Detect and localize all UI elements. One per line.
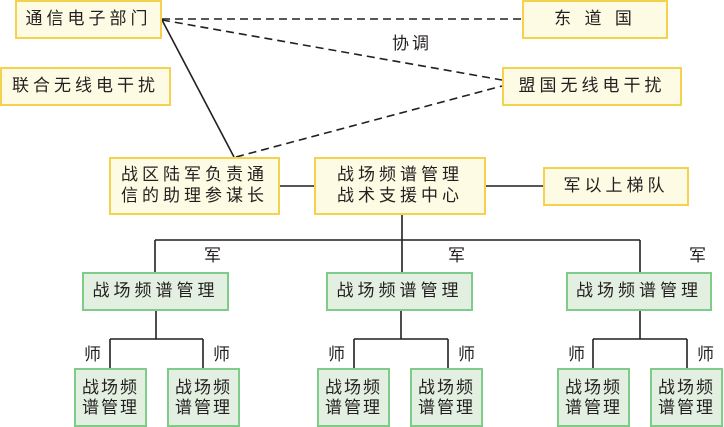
division-label-3: 师 — [328, 345, 345, 365]
node-division-1: 战场频 谱管理 — [74, 368, 147, 427]
node-division-6: 战场频 谱管理 — [650, 368, 723, 427]
node-division-3: 战场频 谱管理 — [317, 368, 390, 427]
node-allied-interference-label: 盟国无线电干扰 — [518, 76, 666, 96]
node-corps-left: 战场频谱管理 — [82, 272, 229, 311]
node-division-1-line2: 谱管理 — [82, 397, 139, 418]
node-division-1-line1: 战场频 — [82, 377, 139, 398]
node-corps-right: 战场频谱管理 — [566, 272, 712, 311]
node-corps-right-label: 战场频谱管理 — [576, 281, 702, 301]
node-theater-army-line2: 信的助理参谋长 — [121, 186, 268, 206]
node-division-4: 战场频 谱管理 — [410, 368, 483, 427]
node-spectrum-center: 战场频谱管理 战术支援中心 — [314, 157, 486, 215]
node-corps-mid: 战场频谱管理 — [326, 272, 473, 311]
corps-label-mid: 军 — [448, 246, 465, 266]
line-comm-army — [161, 19, 235, 158]
node-theater-army-line1: 战区陆军负责通 — [121, 165, 268, 185]
dashed-line-army-allied — [235, 85, 503, 158]
node-division-2-line1: 战场频 — [175, 377, 232, 398]
coordination-label: 协调 — [392, 34, 432, 54]
node-division-3-line1: 战场频 — [325, 377, 382, 398]
node-division-5-line2: 谱管理 — [565, 397, 622, 418]
node-division-3-line2: 谱管理 — [325, 397, 382, 418]
division-label-2: 师 — [213, 345, 230, 365]
node-division-2: 战场频 谱管理 — [167, 368, 240, 427]
node-above-corps: 军以上梯队 — [543, 167, 689, 206]
dashed-line-comm-allied — [161, 19, 503, 81]
division-label-6: 师 — [697, 345, 714, 365]
node-allied-interference: 盟国无线电干扰 — [502, 67, 682, 106]
node-theater-army: 战区陆军负责通 信的助理参谋长 — [109, 157, 280, 215]
node-comm-dept-label: 通信电子部门 — [25, 9, 152, 29]
node-host-nation: 东 道 国 — [522, 0, 668, 39]
node-corps-left-label: 战场频谱管理 — [92, 281, 219, 301]
node-division-2-line2: 谱管理 — [175, 397, 232, 418]
division-label-1: 师 — [84, 345, 101, 365]
node-division-5-line1: 战场频 — [565, 377, 622, 398]
node-above-corps-label: 军以上梯队 — [563, 176, 669, 196]
corps-label-left: 军 — [204, 246, 221, 266]
corps-label-right: 军 — [689, 246, 706, 266]
node-joint-interference: 联合无线电干扰 — [0, 67, 171, 106]
node-spectrum-center-line2: 战术支援中心 — [337, 186, 463, 206]
node-division-4-line2: 谱管理 — [418, 397, 475, 418]
division-label-4: 师 — [458, 345, 475, 365]
node-comm-dept: 通信电子部门 — [15, 0, 162, 39]
node-joint-interference-label: 联合无线电干扰 — [12, 76, 159, 96]
node-division-6-line1: 战场频 — [658, 377, 715, 398]
node-spectrum-center-line1: 战场频谱管理 — [337, 165, 463, 185]
division-label-5: 师 — [568, 345, 585, 365]
node-division-5: 战场频 谱管理 — [557, 368, 630, 427]
node-division-4-line1: 战场频 — [418, 377, 475, 398]
node-corps-mid-label: 战场频谱管理 — [336, 281, 463, 301]
node-division-6-line2: 谱管理 — [658, 397, 715, 418]
node-host-nation-label: 东 道 国 — [554, 9, 636, 29]
